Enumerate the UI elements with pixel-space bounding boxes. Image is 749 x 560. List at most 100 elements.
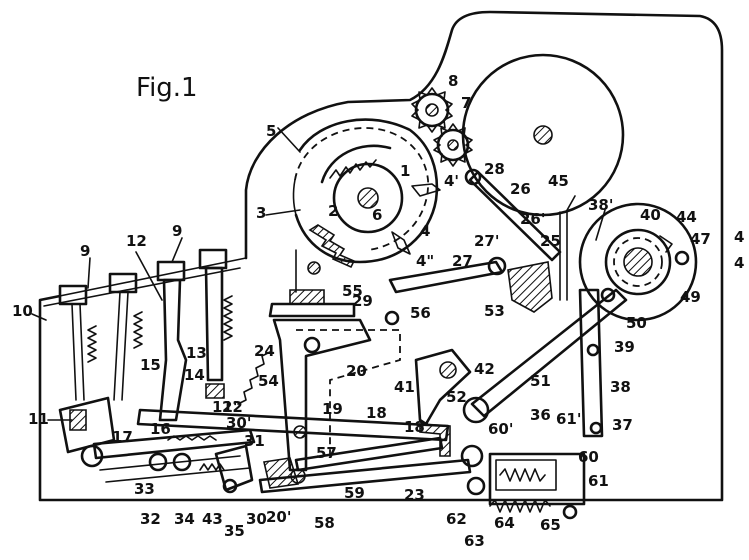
label-57: 57: [316, 444, 337, 462]
key-cap-2: [110, 274, 136, 292]
label-59: 59: [344, 484, 365, 502]
ratchet-wheel-40: [580, 204, 696, 320]
pin-37: [591, 423, 601, 433]
label-14: 14: [184, 366, 205, 384]
label-54: 54: [258, 372, 279, 390]
label-64: 64: [494, 514, 515, 532]
label-39: 39: [614, 338, 635, 356]
block-55: [290, 290, 324, 304]
label-4: 4: [420, 222, 430, 240]
block-20-prime: [264, 458, 298, 488]
label-2: 2: [328, 202, 338, 220]
label-18: 18: [366, 404, 387, 422]
spring-36: [500, 469, 545, 481]
label-55: 55: [342, 282, 363, 300]
label-27: 27: [452, 252, 473, 270]
label-25: 25: [540, 232, 561, 250]
spring-key-4: [224, 296, 232, 340]
label-12: 12: [126, 232, 147, 250]
label-23: 23: [404, 486, 425, 504]
figure-title: Fig.1: [136, 73, 198, 103]
keyboard-keys: [60, 250, 254, 492]
label-32: 32: [140, 510, 161, 528]
segment-2-teeth: [310, 225, 354, 267]
label-50: 50: [626, 314, 647, 332]
label-37: 37: [612, 416, 633, 434]
roller-60-prime: [462, 446, 482, 466]
spring-key-1: [88, 326, 96, 362]
lever-27: [390, 262, 502, 292]
pin-63: [468, 478, 484, 494]
cam-4-prime: [412, 184, 440, 196]
label-58: 58: [314, 514, 335, 532]
pin-65: [564, 506, 576, 518]
label-5: 5: [266, 122, 276, 140]
label-13: 13: [186, 344, 207, 362]
label-31: 31: [244, 432, 265, 450]
label-52: 52: [446, 388, 467, 406]
label-29: 29: [352, 292, 373, 310]
label-10: 10: [12, 302, 33, 320]
label-16: 16: [150, 420, 171, 438]
pivot-42: [440, 362, 456, 378]
label-38: 38: [610, 378, 631, 396]
label-6: 6: [372, 206, 382, 224]
label-65: 65: [540, 516, 561, 534]
label-56: 56: [410, 304, 431, 322]
label-60: 60: [578, 448, 599, 466]
block-11-prime: [206, 384, 224, 398]
label-20: 20: [346, 362, 367, 380]
joint-52: [464, 398, 488, 422]
lever-38: [580, 290, 602, 436]
leader-lines: [32, 128, 605, 420]
key-cap-1: [60, 286, 86, 304]
bar-57: [296, 438, 442, 470]
pivot-small: [308, 262, 320, 274]
label-4-edge-top: 4: [734, 228, 744, 246]
pawl-31: [216, 446, 252, 490]
roller-33: [150, 454, 166, 470]
link-51: [472, 290, 626, 416]
reference-labels: 1 2 3 4 4' 4" 5 6 7 8 9 9 10 11 11' 12 1…: [12, 72, 744, 550]
spring-54: [238, 352, 270, 404]
label-53: 53: [484, 302, 505, 320]
label-9-left: 9: [80, 242, 90, 260]
pin-27-prime: [489, 258, 505, 274]
label-7: 7: [461, 94, 471, 112]
frame-20-hidden: [296, 330, 400, 460]
pin-30: [224, 480, 236, 492]
label-35: 35: [224, 522, 245, 540]
rotary-wheel-assembly: [294, 120, 440, 267]
label-3: 3: [256, 204, 266, 222]
ratchet-arc: [322, 146, 390, 182]
plate-55: [270, 304, 354, 316]
label-61-prime: 61': [556, 410, 581, 428]
label-45: 45: [548, 172, 569, 190]
label-11-prime: 11': [212, 398, 237, 416]
label-51: 51: [530, 372, 551, 390]
label-44: 44: [676, 208, 697, 226]
spring-64: [490, 500, 550, 512]
housing-61: [490, 454, 584, 504]
label-11: 11: [28, 410, 49, 428]
base-lever: [94, 430, 254, 458]
pin-28: [466, 170, 480, 184]
bar-59: [260, 460, 470, 492]
label-15: 15: [140, 356, 161, 374]
drum-axle: [534, 126, 552, 144]
label-40: 40: [640, 206, 661, 224]
bracket-41: [416, 350, 470, 424]
pin-39: [588, 345, 598, 355]
label-60-prime: 60': [488, 420, 513, 438]
label-28: 28: [484, 160, 505, 178]
label-41: 41: [394, 378, 415, 396]
label-18-prime: 18': [404, 418, 429, 436]
key-lever-11: [60, 398, 114, 452]
chamber-36: [496, 460, 556, 490]
label-26-prime: 26': [520, 210, 545, 228]
label-24: 24: [254, 342, 275, 360]
spring-key-2: [134, 312, 142, 348]
label-43: 43: [202, 510, 223, 528]
label-49: 49: [680, 288, 701, 306]
